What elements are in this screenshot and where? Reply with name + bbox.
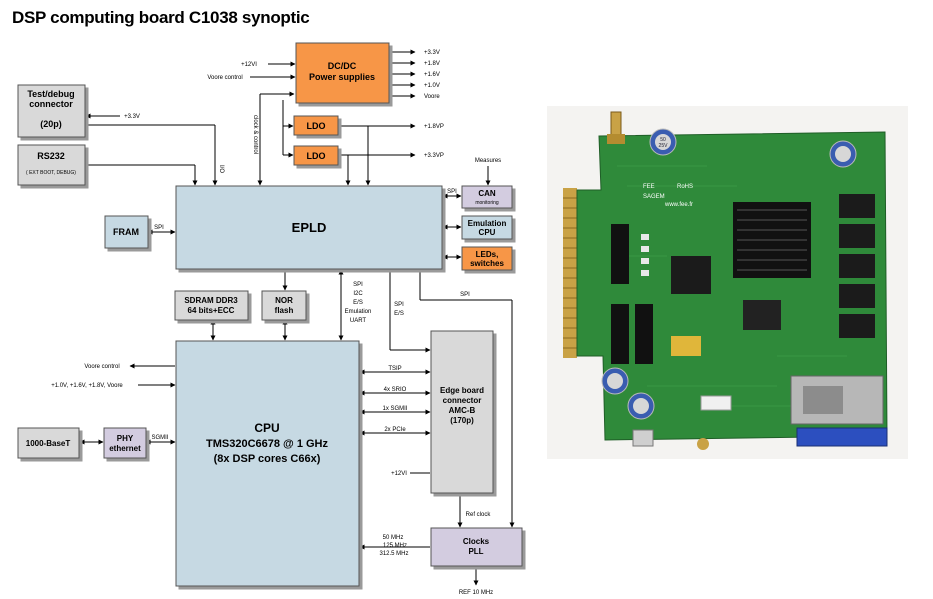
out-1v6-label: +1.6V: [424, 72, 440, 78]
can-block: CAN monitoring: [461, 185, 513, 209]
ldo1-label: LDO: [307, 121, 326, 131]
test-debug-label-1: Test/debug: [27, 89, 74, 99]
clocks-block: Clocks PLL: [430, 527, 523, 567]
edge-connector-block: Edge board connector AMC-B (170p): [430, 330, 494, 494]
spi-can-label: SPI: [447, 189, 457, 195]
epld-label: EPLD: [292, 220, 327, 235]
spi-es-label-1: SPI: [394, 302, 404, 308]
can-sub-label: monitoring: [475, 200, 499, 206]
bus-emulation-label: Emulation: [345, 309, 372, 315]
rs232-label: RS232: [37, 151, 65, 161]
out-1v8-label: +1.8V: [424, 61, 440, 67]
photo-fee-text: FEE: [643, 184, 655, 190]
ldo1-block: LDO: [293, 115, 339, 136]
bus-spi-label: SPI: [353, 282, 363, 288]
nor-label-1: NOR: [275, 296, 293, 305]
out-voore-label: Voore: [424, 94, 440, 100]
baset-label: 1000-BaseT: [26, 439, 71, 448]
spi-fram-label: SPI: [154, 225, 164, 231]
photo-cap-text-2: 25V: [659, 143, 669, 149]
clocks-label-1: Clocks: [463, 537, 490, 546]
bus-es-label: E/S: [353, 300, 363, 306]
out-1v8p-label: +1.8VP: [424, 124, 444, 130]
emul-label-1: Emulation: [468, 219, 507, 228]
synoptic-diagram: Test/debug connector (20p) RS232 ( EXT B…: [17, 42, 523, 596]
dcdc-block: DC/DC Power supplies: [295, 42, 390, 104]
ldo2-label: LDO: [307, 151, 326, 161]
test-debug-label-2: connector: [29, 99, 73, 109]
cpu-block: CPU TMS320C6678 @ 1 GHz (8x DSP cores C6…: [175, 340, 360, 587]
emul-label-2: CPU: [479, 228, 496, 237]
measures-label: Measures: [475, 158, 501, 164]
leds-block: LEDs, switches: [461, 246, 513, 271]
cpu-label-3: (8x DSP cores C66x): [214, 453, 321, 465]
fram-label: FRAM: [113, 227, 139, 237]
edge-label-4: (170p): [450, 416, 474, 425]
nor-label-2: flash: [275, 306, 294, 315]
clock-control-label: clock & control: [252, 115, 258, 154]
dcdc-label-2: Power supplies: [309, 72, 375, 82]
freq-312-label: 312.5 MHz: [379, 551, 408, 557]
board-photo: FEE SAGEM www.fee.fr RoHS 50 25V: [547, 106, 908, 459]
srio-label: 4x SRIO: [384, 387, 407, 393]
edge-label-1: Edge board: [440, 386, 484, 395]
test-debug-label-3: (20p): [40, 119, 62, 129]
bus-uart-label: UART: [350, 318, 367, 324]
cpu-label-2: TMS320C6678 @ 1 GHz: [206, 438, 328, 450]
ldo2-block: LDO: [293, 145, 339, 166]
edge-label-2: connector: [443, 396, 482, 405]
sdram-label-2: 64 bits+ECC: [188, 306, 235, 315]
phy-label-1: PHY: [117, 434, 134, 443]
io-label: I/O: [218, 165, 224, 173]
baset-block: 1000-BaseT: [17, 427, 80, 459]
test-3v3-label: +3.3V: [124, 114, 140, 120]
v12-edge-label: +12VI: [391, 471, 407, 477]
leds-label-2: switches: [470, 259, 504, 268]
rs232-sub-label: ( EXT BOOT, DEBUG): [26, 170, 76, 176]
photo-url-text: www.fee.fr: [664, 202, 693, 208]
emulation-block: Emulation CPU: [461, 215, 513, 240]
sgmii-edge-label: 1x SGMII: [382, 406, 407, 412]
leds-label-1: LEDs,: [476, 250, 499, 259]
epld-block: EPLD: [175, 185, 443, 270]
spi-es-label-2: E/S: [394, 311, 404, 317]
out-3v3p-label: +3.3VP: [424, 153, 444, 159]
edge-label-3: AMC-B: [449, 406, 476, 415]
dcdc-label-1: DC/DC: [328, 61, 357, 71]
out-3v3-label: +3.3V: [424, 50, 440, 56]
photo-sagem-text: SAGEM: [643, 194, 665, 200]
ref-10mhz-label: REF 10 MHz: [459, 590, 493, 596]
clocks-label-2: PLL: [468, 547, 483, 556]
bus-i2c-label: I2C: [353, 291, 363, 297]
fram-block: FRAM: [104, 215, 149, 249]
sgmii-phy-label: SGMII: [151, 435, 168, 441]
photo-cap-text-1: 50: [660, 137, 666, 143]
phy-label-2: ethernet: [109, 444, 141, 453]
test-debug-block: Test/debug connector (20p): [17, 84, 86, 138]
can-label: CAN: [478, 189, 496, 198]
nor-block: NOR flash: [261, 290, 307, 321]
cpu-label-1: CPU: [254, 421, 279, 435]
pcie-label: 2x PCIe: [384, 427, 406, 433]
phy-block: PHY ethernet: [103, 427, 147, 459]
tsip-label: TSIP: [388, 366, 401, 372]
out-1v0-label: +1.0V: [424, 83, 440, 89]
cpu-voltages-label: +1.0V, +1.6V, +1.8V, Voore: [51, 383, 123, 389]
voore-control-left-label: Voore control: [84, 364, 119, 370]
spi-clocks-label: SPI: [460, 292, 470, 298]
ref-clock-label: Ref clock: [466, 512, 492, 518]
voore-control-top-label: Voore control: [207, 75, 242, 81]
rs232-block: RS232 ( EXT BOOT, DEBUG): [17, 144, 86, 186]
photo-rohs-text: RoHS: [677, 184, 693, 190]
freq-125-label: 125 MHz: [383, 543, 407, 549]
page-title: DSP computing board C1038 synoptic: [12, 8, 310, 27]
sdram-block: SDRAM DDR3 64 bits+ECC: [174, 290, 249, 321]
sdram-label-1: SDRAM DDR3: [184, 296, 238, 305]
freq-50-label: 50 MHz: [383, 535, 404, 541]
v12-top-label: +12VI: [241, 62, 257, 68]
